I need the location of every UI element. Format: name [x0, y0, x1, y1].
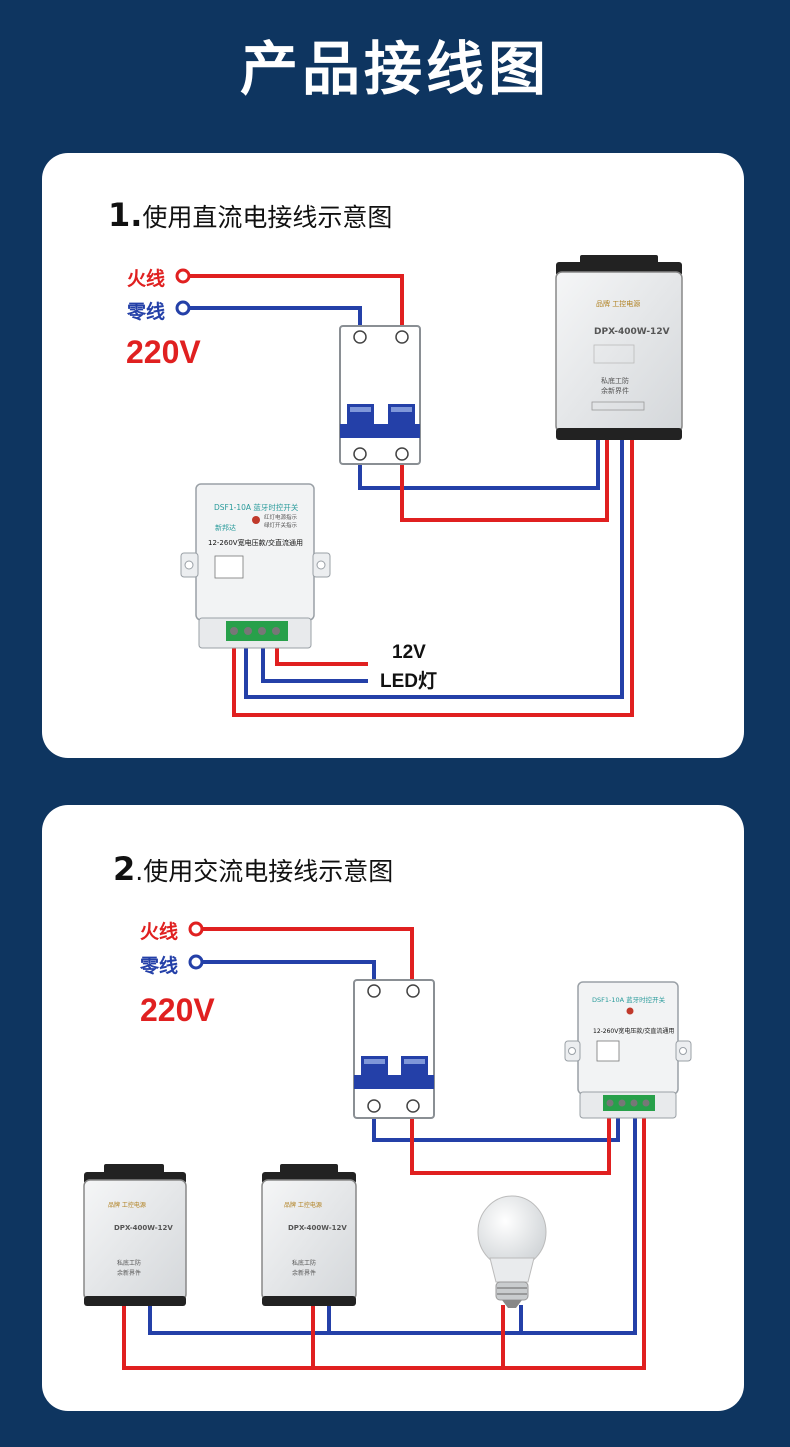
psu-model-text: DPX-400W-12V	[594, 327, 670, 337]
dc-neutral-terminal	[175, 300, 191, 316]
page-title: 产品接线图	[239, 35, 550, 103]
dc-psu-pos-wire	[232, 438, 634, 717]
ac-neutral-input-wire	[203, 960, 376, 986]
light-bulb-icon	[477, 1195, 547, 1308]
dc-voltage-label: 220V	[126, 334, 201, 370]
svg-text:DSF1-10A 蓝牙时控开关: DSF1-10A 蓝牙时控开关	[592, 995, 666, 1004]
ac-neutral-bus	[148, 1110, 637, 1335]
svg-text:红灯电源指示: 红灯电源指示	[264, 513, 298, 521]
dc-neutral-label: 零线	[127, 301, 166, 323]
ac-breaker-neutral-out	[372, 1110, 620, 1142]
svg-text:私底工防: 私底工防	[601, 376, 629, 385]
dc-power-supply: 品牌 工控电源 DPX-400W-12V 私底工防 余新界件	[555, 255, 683, 440]
ac-neutral-label: 零线	[140, 955, 179, 977]
dc-breaker-live-out	[400, 438, 609, 522]
ac-section-number: 2	[113, 850, 136, 888]
ac-power-supply-2: 品牌 工控电源 DPX-400W-12V 私底工防 余新界件	[261, 1164, 357, 1306]
led-name-label: LED灯	[380, 671, 438, 692]
svg-text:绿灯开关指示: 绿灯开关指示	[264, 521, 298, 529]
svg-text:私底工防: 私底工防	[292, 1259, 316, 1267]
svg-text:DPX-400W-12V: DPX-400W-12V	[114, 1224, 173, 1232]
svg-text:余新界件: 余新界件	[117, 1269, 141, 1277]
svg-text:12-260V宽电压款/交直流通用: 12-260V宽电压款/交直流通用	[208, 538, 303, 547]
ac-live-terminal	[188, 921, 204, 937]
ac-voltage-label: 220V	[140, 992, 215, 1028]
dc-bluetooth-switch-module: DSF1-10A 蓝牙时控开关 新邦达 红灯电源指示 绿灯开关指示 12-260…	[180, 483, 331, 649]
svg-text:私底工防: 私底工防	[117, 1259, 141, 1267]
svg-text:DSF1-10A 蓝牙时控开关: DSF1-10A 蓝牙时控开关	[214, 502, 299, 512]
ac-section-heading: 2.使用交流电接线示意图	[113, 850, 393, 888]
dc-psu-neg-wire	[244, 438, 624, 699]
dc-neutral-input-wire	[190, 306, 362, 333]
svg-text:余新界件: 余新界件	[292, 1269, 316, 1277]
dc-breaker-neutral-out	[358, 438, 600, 490]
svg-text:品牌 工控电源: 品牌 工控电源	[284, 1201, 322, 1209]
ac-live-bus	[122, 1110, 646, 1370]
dc-section-title: 使用直流电接线示意图	[142, 203, 393, 232]
ac-live-label: 火线	[140, 921, 179, 943]
dc-section-heading: 1.使用直流电接线示意图	[108, 196, 392, 234]
ac-bluetooth-switch-module: DSF1-10A 蓝牙时控开关 12-260V宽电压款/交直流通用	[564, 981, 692, 1119]
psu-brand-tag: 品牌 工控电源	[596, 299, 640, 308]
ac-power-supply-1: 品牌 工控电源 DPX-400W-12V 私底工防 余新界件	[83, 1164, 187, 1306]
dc-led-neg-wire	[261, 640, 368, 683]
dc-live-input-wire	[190, 274, 404, 333]
svg-text:新邦达: 新邦达	[215, 523, 236, 532]
ac-live-input-wire	[203, 927, 414, 986]
svg-text:DPX-400W-12V: DPX-400W-12V	[288, 1224, 347, 1232]
ac-breaker-live-out	[410, 1110, 611, 1175]
dc-live-label: 火线	[127, 268, 166, 290]
ac-circuit-breaker	[353, 979, 435, 1119]
ac-neutral-terminal	[188, 954, 204, 970]
led-voltage-label: 12V	[392, 642, 426, 663]
svg-text:余新界件: 余新界件	[601, 386, 629, 395]
dc-live-terminal	[175, 268, 191, 284]
dc-section-number: 1.	[108, 196, 143, 234]
dc-circuit-breaker	[339, 325, 421, 465]
ac-section-title: .使用交流电接线示意图	[135, 857, 394, 886]
svg-text:12-260V宽电压款/交直流通用: 12-260V宽电压款/交直流通用	[593, 1027, 674, 1035]
svg-text:品牌 工控电源: 品牌 工控电源	[108, 1201, 146, 1209]
